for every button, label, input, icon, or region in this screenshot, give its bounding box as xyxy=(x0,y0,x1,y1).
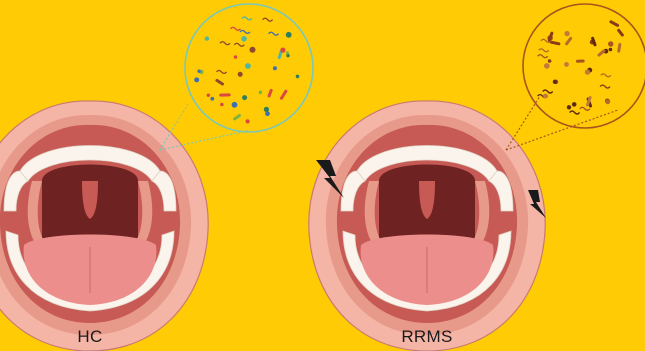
microbe xyxy=(265,111,270,116)
microbe xyxy=(245,63,251,69)
microbe xyxy=(286,32,292,38)
microbe xyxy=(197,70,200,73)
microbe xyxy=(273,66,277,70)
microbe xyxy=(241,36,247,42)
microbe xyxy=(220,103,224,107)
microbe xyxy=(572,102,577,107)
microbe xyxy=(264,107,269,112)
rrms-mouth xyxy=(309,101,545,351)
microbe xyxy=(605,99,610,104)
microbe xyxy=(219,93,231,96)
microbe xyxy=(232,102,238,108)
microbe xyxy=(250,47,256,53)
microbe xyxy=(608,41,613,46)
microbe xyxy=(210,97,214,101)
microbe xyxy=(259,91,263,95)
microbe xyxy=(234,55,238,59)
microbe xyxy=(286,51,289,54)
microbe xyxy=(543,94,548,99)
microbe xyxy=(238,72,243,77)
microbe xyxy=(280,48,285,53)
microbe xyxy=(242,95,247,100)
rrms-label: RRMS xyxy=(367,326,487,348)
hc-label: HC xyxy=(30,326,150,348)
microbe xyxy=(296,75,300,79)
microbe xyxy=(564,31,569,36)
microbe xyxy=(205,36,209,40)
microbe xyxy=(576,59,585,62)
microbe xyxy=(609,48,613,52)
microbe xyxy=(553,80,557,84)
microbe xyxy=(585,69,590,74)
microbe xyxy=(548,59,552,63)
microbe xyxy=(544,63,550,69)
microbe xyxy=(564,62,569,67)
microbe xyxy=(286,54,289,57)
hc-mouth xyxy=(0,101,208,351)
microbe xyxy=(246,119,250,123)
microbe xyxy=(207,94,210,97)
microbe xyxy=(194,77,199,82)
microbe xyxy=(567,105,571,109)
